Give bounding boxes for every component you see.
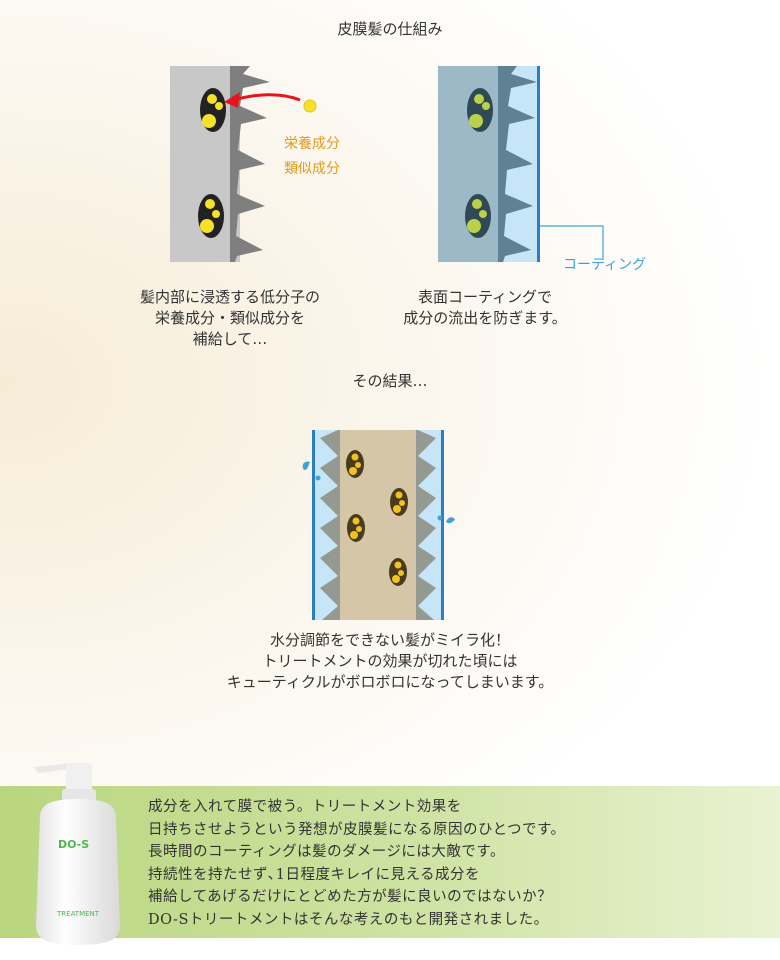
nutrient-pod-4 xyxy=(389,558,407,586)
nutrient-pod-3 xyxy=(347,514,365,542)
banner-line-5: 補給してあげるだけにとどめた方が髪に良いのではないか？ xyxy=(148,889,553,905)
nutrient-cluster-top xyxy=(200,88,226,132)
left-caption-line-2: 栄養成分・類似成分を xyxy=(154,309,305,327)
mummified-hair-diagram xyxy=(302,430,455,620)
coating-label: コーティング xyxy=(563,257,647,273)
nutrient-label-line-2: 類似成分 xyxy=(284,161,340,177)
result-title: その結果… xyxy=(352,372,428,390)
nutrient-cluster-bottom xyxy=(198,194,224,238)
right-caption-line-1: 表面コーティングで xyxy=(417,288,553,306)
banner-line-3: 長時間のコーティングは髪のダメージには大敵です。 xyxy=(148,844,505,860)
left-caption-line-1: 髪内部に浸透する低分子の xyxy=(139,288,320,306)
result-caption: 水分調節をできない髪がミイラ化！ トリートメントの効果が切れた頃には キューティ… xyxy=(150,630,630,693)
right-caption: 表面コーティングで 成分の流出を防ぎます。 xyxy=(360,287,610,329)
message-banner xyxy=(0,786,780,938)
banner-line-6: DO-Sトリートメントはそんな考えのもと開発されました。 xyxy=(148,911,549,928)
banner-line-2: 日持ちさせようという発想が皮膜髪になる原因のひとつです。 xyxy=(148,821,566,838)
result-caption-line-1: 水分調節をできない髪がミイラ化！ xyxy=(269,631,510,649)
right-caption-line-2: 成分の流出を防ぎます。 xyxy=(403,309,567,327)
hair-interior-diagram xyxy=(170,66,270,262)
left-caption: 髪内部に浸透する低分子の 栄養成分・類似成分を 補給して… xyxy=(90,287,370,350)
absorption-arrow xyxy=(224,92,317,113)
water-drop-icon-left xyxy=(302,461,321,481)
nutrient-cluster-top xyxy=(467,88,493,132)
diagram-title: 皮膜髪の仕組み xyxy=(337,20,443,38)
product-label: TREATMENT xyxy=(57,910,100,918)
result-caption-line-3: キューティクルがボロボロになってしまいます。 xyxy=(226,673,554,691)
nutrient-cluster-bottom xyxy=(465,194,491,238)
nutrient-label-line-1: 栄養成分 xyxy=(284,136,340,152)
coating-leader-line xyxy=(540,225,604,260)
nutrient-pod-2 xyxy=(390,488,408,516)
banner-message: 成分を入れて膜で被う。トリートメント効果を 日持ちさせようという発想が皮膜髪にな… xyxy=(148,796,758,931)
water-drop-icon-right xyxy=(437,515,455,524)
nutrient-pod-1 xyxy=(346,450,364,478)
banner-line-1: 成分を入れて膜で被う。トリートメント効果を xyxy=(148,799,462,815)
product-brand: DO-S xyxy=(58,838,90,851)
left-caption-line-3: 補給して… xyxy=(192,330,268,348)
hair-coating-diagram xyxy=(438,66,540,262)
nutrient-label: 栄養成分 類似成分 xyxy=(284,132,340,182)
product-bottle xyxy=(34,763,120,945)
banner-line-4: 持続性を持たせず､1日程度キレイに見える成分を xyxy=(148,866,481,883)
result-caption-line-2: トリートメントの効果が切れた頃には xyxy=(262,652,518,670)
